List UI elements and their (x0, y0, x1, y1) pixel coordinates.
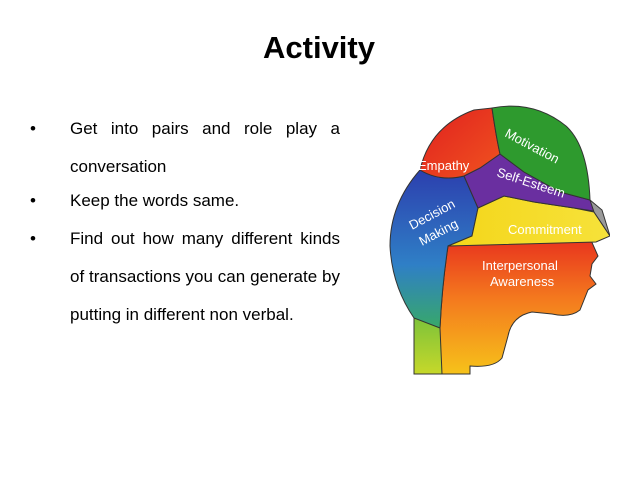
emotional-intelligence-head-diagram: Motivation Empathy Self-Esteem Decision … (389, 105, 610, 375)
interpersonal-awareness-label-line2: Awareness (490, 274, 555, 289)
nose-tip-region (588, 198, 610, 237)
bullet-item: • Find out how many different kinds of t… (30, 220, 340, 334)
slide-title: Activity (263, 30, 375, 65)
bullet-text: Keep the words same. (70, 191, 240, 210)
bullet-text: Find out how many different kinds of tra… (70, 229, 340, 324)
commitment-label: Commitment (508, 222, 582, 237)
bullet-list: • Get into pairs and role play a convers… (30, 110, 340, 334)
empathy-label: Empathy (418, 158, 470, 173)
bullet-text: Get into pairs and role play a conversat… (70, 119, 340, 176)
motivation-region (491, 105, 591, 201)
bullet-item: • Get into pairs and role play a convers… (30, 110, 340, 186)
bullet-item: • Keep the words same. (30, 182, 340, 220)
bullet-icon: • (30, 229, 36, 248)
interpersonal-awareness-label-line1: Interpersonal (482, 258, 558, 273)
bullet-icon: • (30, 119, 36, 138)
bullet-icon: • (30, 191, 36, 210)
